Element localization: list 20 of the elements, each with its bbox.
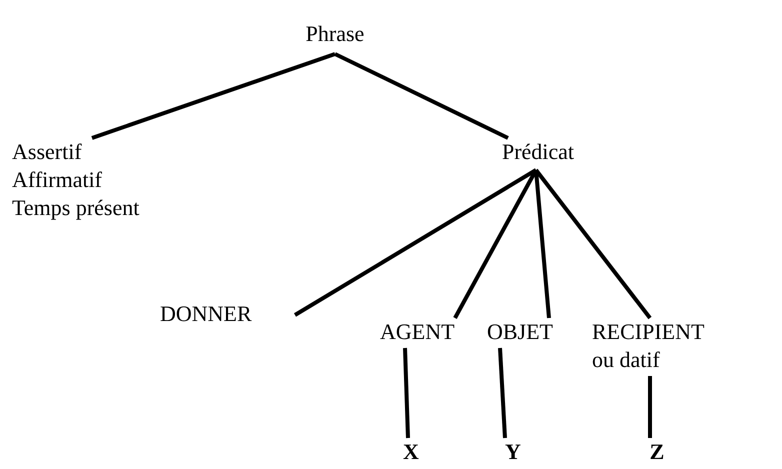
tree-branch-line xyxy=(294,168,538,317)
node-label: Temps présent xyxy=(12,194,140,222)
node-label: X xyxy=(402,438,420,466)
tree-branch-line xyxy=(334,52,509,140)
node-label: OBJET xyxy=(487,318,554,346)
tree-branch-line xyxy=(648,376,652,438)
tree-branch-line xyxy=(498,348,507,438)
node-label: Phrase xyxy=(304,20,366,48)
tree-branch-line xyxy=(534,168,652,320)
tree-branch-line xyxy=(403,348,410,438)
node-label: Affirmatif xyxy=(12,166,104,194)
tree-branch-line xyxy=(91,52,336,140)
node-label: Z xyxy=(648,438,666,466)
tree-branch-line xyxy=(453,169,538,319)
node-label: Assertif xyxy=(12,138,83,166)
node-label: AGENT xyxy=(380,318,456,346)
node-label: RECIPIENT ou datif xyxy=(592,318,706,374)
node-label: Prédicat xyxy=(500,138,576,166)
node-label: Y xyxy=(504,438,522,466)
node-label: DONNER xyxy=(160,300,253,328)
